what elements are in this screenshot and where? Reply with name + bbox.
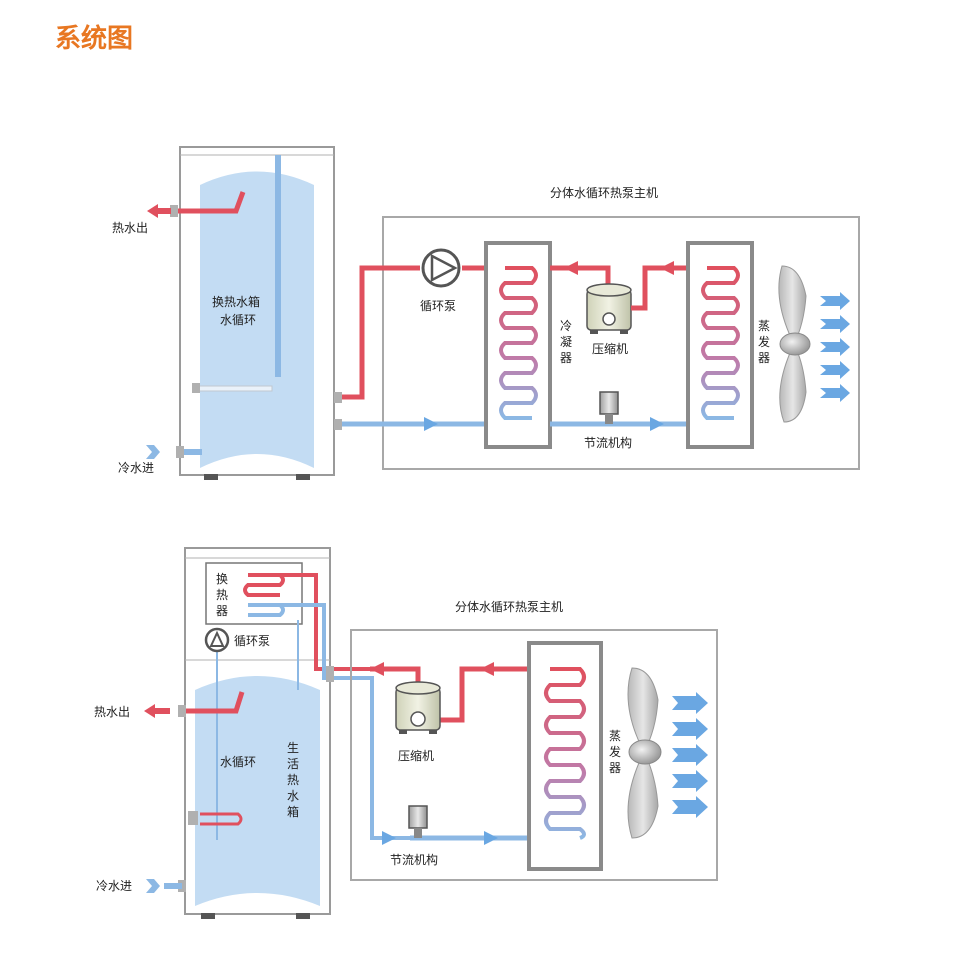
top-throttle-label: 节流机构 [584, 435, 632, 450]
bottom-cold-water-in-label: 冷水进 [96, 879, 132, 893]
bottom-compressor-icon [395, 681, 441, 734]
svg-text:箱: 箱 [287, 804, 299, 819]
bottom-cold-in-arrow [146, 879, 160, 893]
svg-text:蒸: 蒸 [609, 729, 621, 743]
svg-text:生: 生 [287, 741, 299, 755]
bottom-system: 换 热 器 循环泵 热水出 水循环 生 活 热 水 箱 [94, 547, 718, 919]
top-evaporator-label: 蒸 发 器 [758, 319, 770, 365]
svg-text:器: 器 [758, 351, 770, 365]
top-cold-water-in-label: 冷水进 [118, 461, 154, 475]
bottom-compressor-label: 压缩机 [398, 748, 434, 763]
top-airflow-arrows [820, 292, 850, 402]
svg-text:器: 器 [609, 761, 621, 775]
svg-text:冷: 冷 [560, 319, 572, 333]
bottom-evaporator [527, 641, 603, 871]
top-tank-label-2: 水循环 [220, 313, 256, 327]
bottom-fan-icon [627, 667, 662, 839]
top-hot-water-out-label: 热水出 [112, 221, 148, 235]
svg-text:蒸: 蒸 [758, 319, 770, 333]
svg-text:换: 换 [216, 572, 228, 586]
top-tank-label-1: 换热水箱 [212, 294, 260, 309]
bottom-hot-out-arrow [144, 704, 155, 718]
top-unit-title: 分体水循环热泵主机 [550, 186, 658, 200]
top-circulation-pump-icon [421, 248, 461, 288]
bottom-throttle-label: 节流机构 [390, 852, 438, 867]
bottom-circulation-pump-icon [204, 627, 230, 653]
top-system: 热水出 冷水进 换热水箱 水循环 分体水循环热泵主机 循环泵 冷 凝 [112, 146, 860, 480]
svg-text:水: 水 [287, 789, 299, 803]
top-condenser-label: 冷 凝 器 [560, 319, 572, 365]
bottom-heat-exchanger-label: 换 热 器 [216, 572, 228, 618]
svg-text:发: 发 [609, 744, 621, 759]
bottom-tank-label: 生 活 热 水 箱 [287, 741, 299, 819]
top-compressor-icon [586, 283, 632, 334]
svg-text:热: 热 [216, 588, 228, 602]
bottom-unit-title: 分体水循环热泵主机 [455, 600, 563, 614]
svg-text:器: 器 [560, 351, 572, 365]
top-compressor-label: 压缩机 [592, 341, 628, 356]
top-throttle-icon [599, 391, 619, 424]
top-unit-frame [382, 216, 860, 470]
top-cold-in-arrow [146, 445, 160, 459]
svg-text:发: 发 [758, 334, 770, 349]
page-title: 系统图 [55, 24, 134, 54]
bottom-water-cycle-label: 水循环 [220, 755, 256, 769]
svg-text:器: 器 [216, 604, 228, 618]
bottom-throttle-icon [408, 805, 428, 838]
top-fan-icon [778, 265, 811, 423]
svg-text:凝: 凝 [560, 334, 572, 349]
bottom-evaporator-label: 蒸 发 器 [609, 729, 621, 775]
bottom-unit-frame [350, 629, 718, 881]
top-hot-out-arrow [147, 204, 158, 218]
bottom-airflow-arrows [672, 692, 708, 818]
top-tank [179, 146, 335, 480]
top-pump-label: 循环泵 [420, 299, 456, 313]
svg-text:热: 热 [287, 773, 299, 787]
svg-text:活: 活 [287, 757, 299, 771]
bottom-pump-label: 循环泵 [234, 634, 270, 648]
bottom-hot-water-out-label: 热水出 [94, 705, 130, 719]
